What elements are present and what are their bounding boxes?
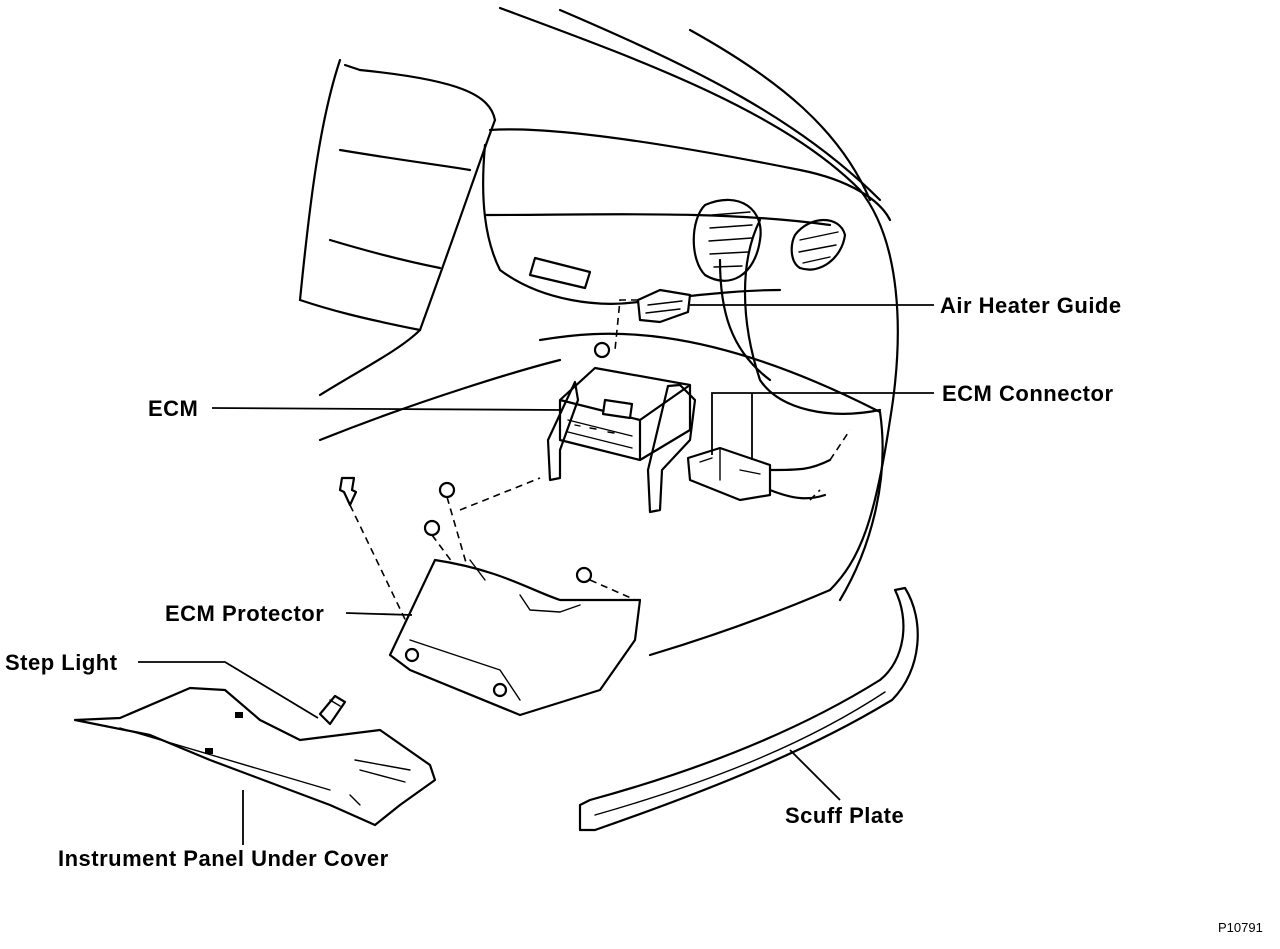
figure-code: P10791 <box>1218 920 1263 935</box>
label-step-light: Step Light <box>5 650 118 675</box>
under-cover-part <box>73 686 437 827</box>
label-ecm: ECM <box>148 396 199 421</box>
leader-lines <box>138 304 934 845</box>
label-ecm-connector: ECM Connector <box>942 381 1114 406</box>
label-scuff-plate: Scuff Plate <box>785 803 905 828</box>
ecm-protector-part <box>388 558 642 717</box>
scuff-plate-part <box>578 586 919 832</box>
ecm-connector-part <box>686 429 851 502</box>
label-ecm-protector: ECM Protector <box>165 601 325 626</box>
step-light-part <box>318 694 347 726</box>
air-vents <box>692 198 847 282</box>
air-heater-guide-part <box>614 288 692 351</box>
ecm-unit <box>546 366 697 514</box>
label-air-heater-guide: Air Heater Guide <box>940 293 1122 318</box>
label-instrument-panel-under-cover: Instrument Panel Under Cover <box>58 846 389 871</box>
clips <box>338 341 611 630</box>
glove-box-handle <box>528 256 592 290</box>
dashboard-outline <box>298 6 899 657</box>
